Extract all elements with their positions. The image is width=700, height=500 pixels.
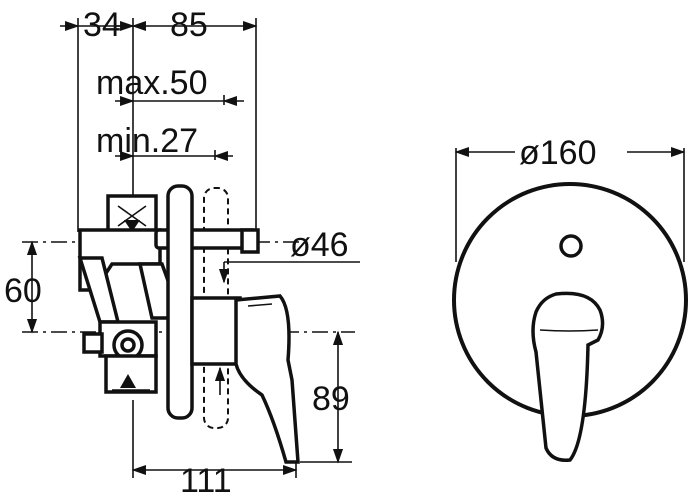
dim-85-label: 85 [170, 6, 208, 44]
dim-max50-label: max.50 [96, 64, 208, 102]
dim-dia46-label: ø46 [290, 226, 349, 264]
front-view: ø160 [452, 126, 688, 462]
lever-handle-front [531, 291, 605, 462]
dim-111-label: 111 [180, 462, 232, 500]
indicator-hole [559, 234, 583, 258]
dim-34-label: 34 [83, 6, 121, 44]
side-view: 34 85 max.50 min.27 60 89 111 ø46 [4, 6, 360, 500]
lever-handle-side [190, 294, 300, 464]
dim-89-label: 89 [312, 380, 350, 418]
dim-60-label: 60 [4, 272, 42, 310]
dim-min27-label: min.27 [96, 122, 198, 160]
dim-dia160-label: ø160 [519, 134, 597, 172]
wall-plate-side [166, 184, 194, 420]
